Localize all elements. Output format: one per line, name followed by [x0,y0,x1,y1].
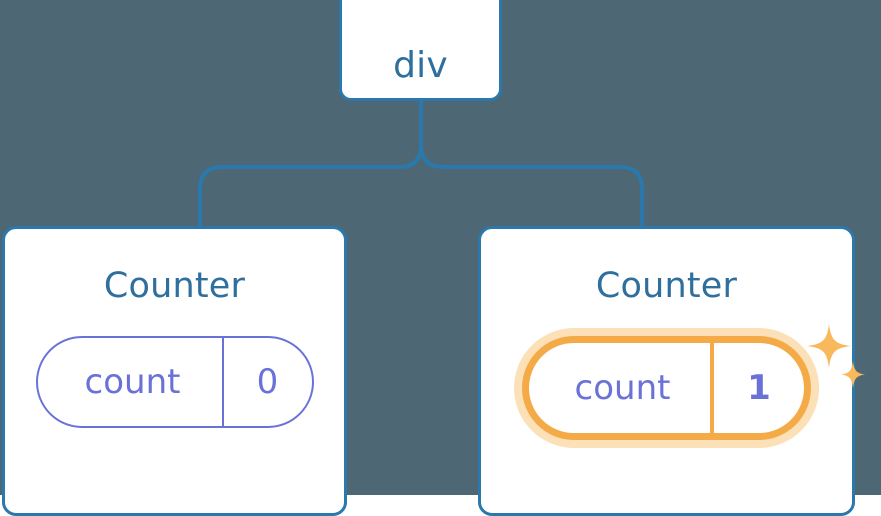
state-pill-left[interactable]: count 0 [35,336,314,428]
sparkle-large-icon [807,324,851,368]
node-counter-right[interactable]: Counter count 1 [478,226,865,516]
node-counter-left-title: Counter [103,266,246,306]
state-pill-wrapper-right: count 1 [522,324,865,440]
state-pill-wrapper-left: count 0 [35,336,314,428]
state-key-right: count [574,368,671,408]
state-value-left: 0 [221,338,312,426]
node-root-label: div [393,45,448,86]
state-key-left: count [84,362,181,402]
edge-to-right-counter [419,143,644,228]
edge-to-left-counter [198,143,423,228]
state-value-right: 1 [710,343,804,433]
node-root-div[interactable]: div [339,0,502,101]
node-counter-left[interactable]: Counter count 0 [2,226,347,516]
node-counter-right-title: Counter [595,266,738,306]
sparkle-group [807,324,865,388]
state-pill-right[interactable]: count 1 [522,336,811,440]
sparkle-small-icon [841,361,865,388]
